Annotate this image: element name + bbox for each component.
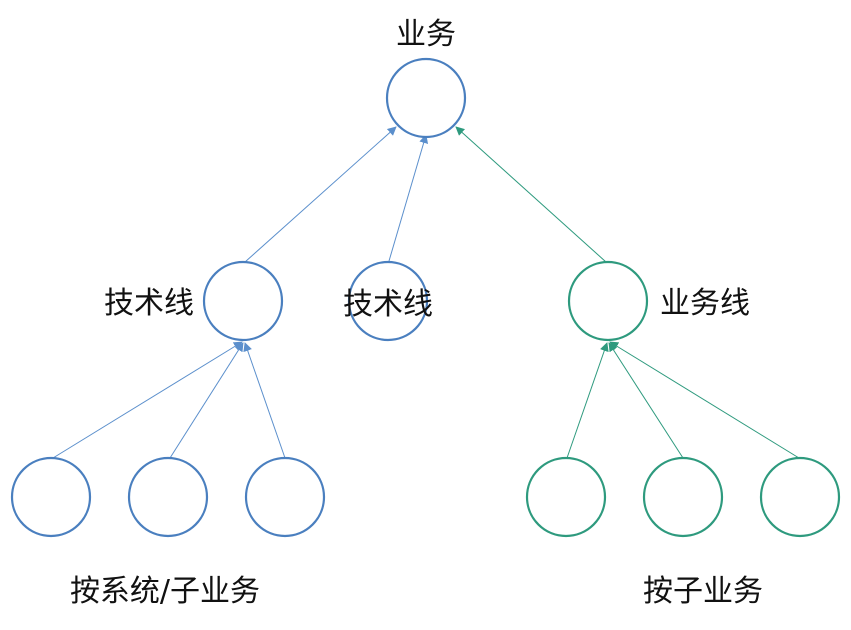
node-leaf-green-2 (642, 456, 724, 538)
node-leaf-green-3 (759, 456, 841, 538)
edge-leaf-blue-3-to-tech-line-1 (243, 342, 286, 459)
label-group-right: 按子业务 (643, 574, 763, 609)
edge-leaf-blue-2-to-tech-line-1 (169, 342, 244, 459)
edges (52, 126, 800, 459)
node-leaf-blue-2 (127, 456, 209, 538)
edge-tech-line-2-to-root (388, 134, 429, 262)
node-tech-line-2 (347, 260, 429, 342)
edge-business-line-to-root (455, 126, 607, 263)
nodes (10, 57, 841, 538)
label-group-left: 按系统/子业务 (70, 574, 260, 609)
node-tech-line-1 (202, 260, 284, 342)
edge-leaf-green-2-to-business-line (608, 342, 684, 459)
node-business-line (567, 260, 649, 342)
node-leaf-blue-1 (10, 456, 92, 538)
node-leaf-blue-3 (244, 456, 326, 538)
labels: 业务 技术线 技术线 业务线 按系统/子业务 按子业务 (70, 17, 763, 609)
label-tech-line-2: 技术线 (343, 287, 433, 322)
edge-tech-line-1-to-root (244, 126, 397, 263)
edge-leaf-green-1-to-business-line (566, 342, 609, 459)
label-business-line: 业务线 (660, 286, 750, 321)
edge-leaf-green-3-to-business-line (609, 341, 800, 459)
node-leaf-green-1 (525, 456, 607, 538)
node-root (385, 57, 467, 139)
label-tech-line-1: 技术线 (104, 286, 194, 321)
edge-leaf-blue-1-to-tech-line-1 (52, 341, 243, 459)
label-root: 业务 (396, 17, 456, 52)
